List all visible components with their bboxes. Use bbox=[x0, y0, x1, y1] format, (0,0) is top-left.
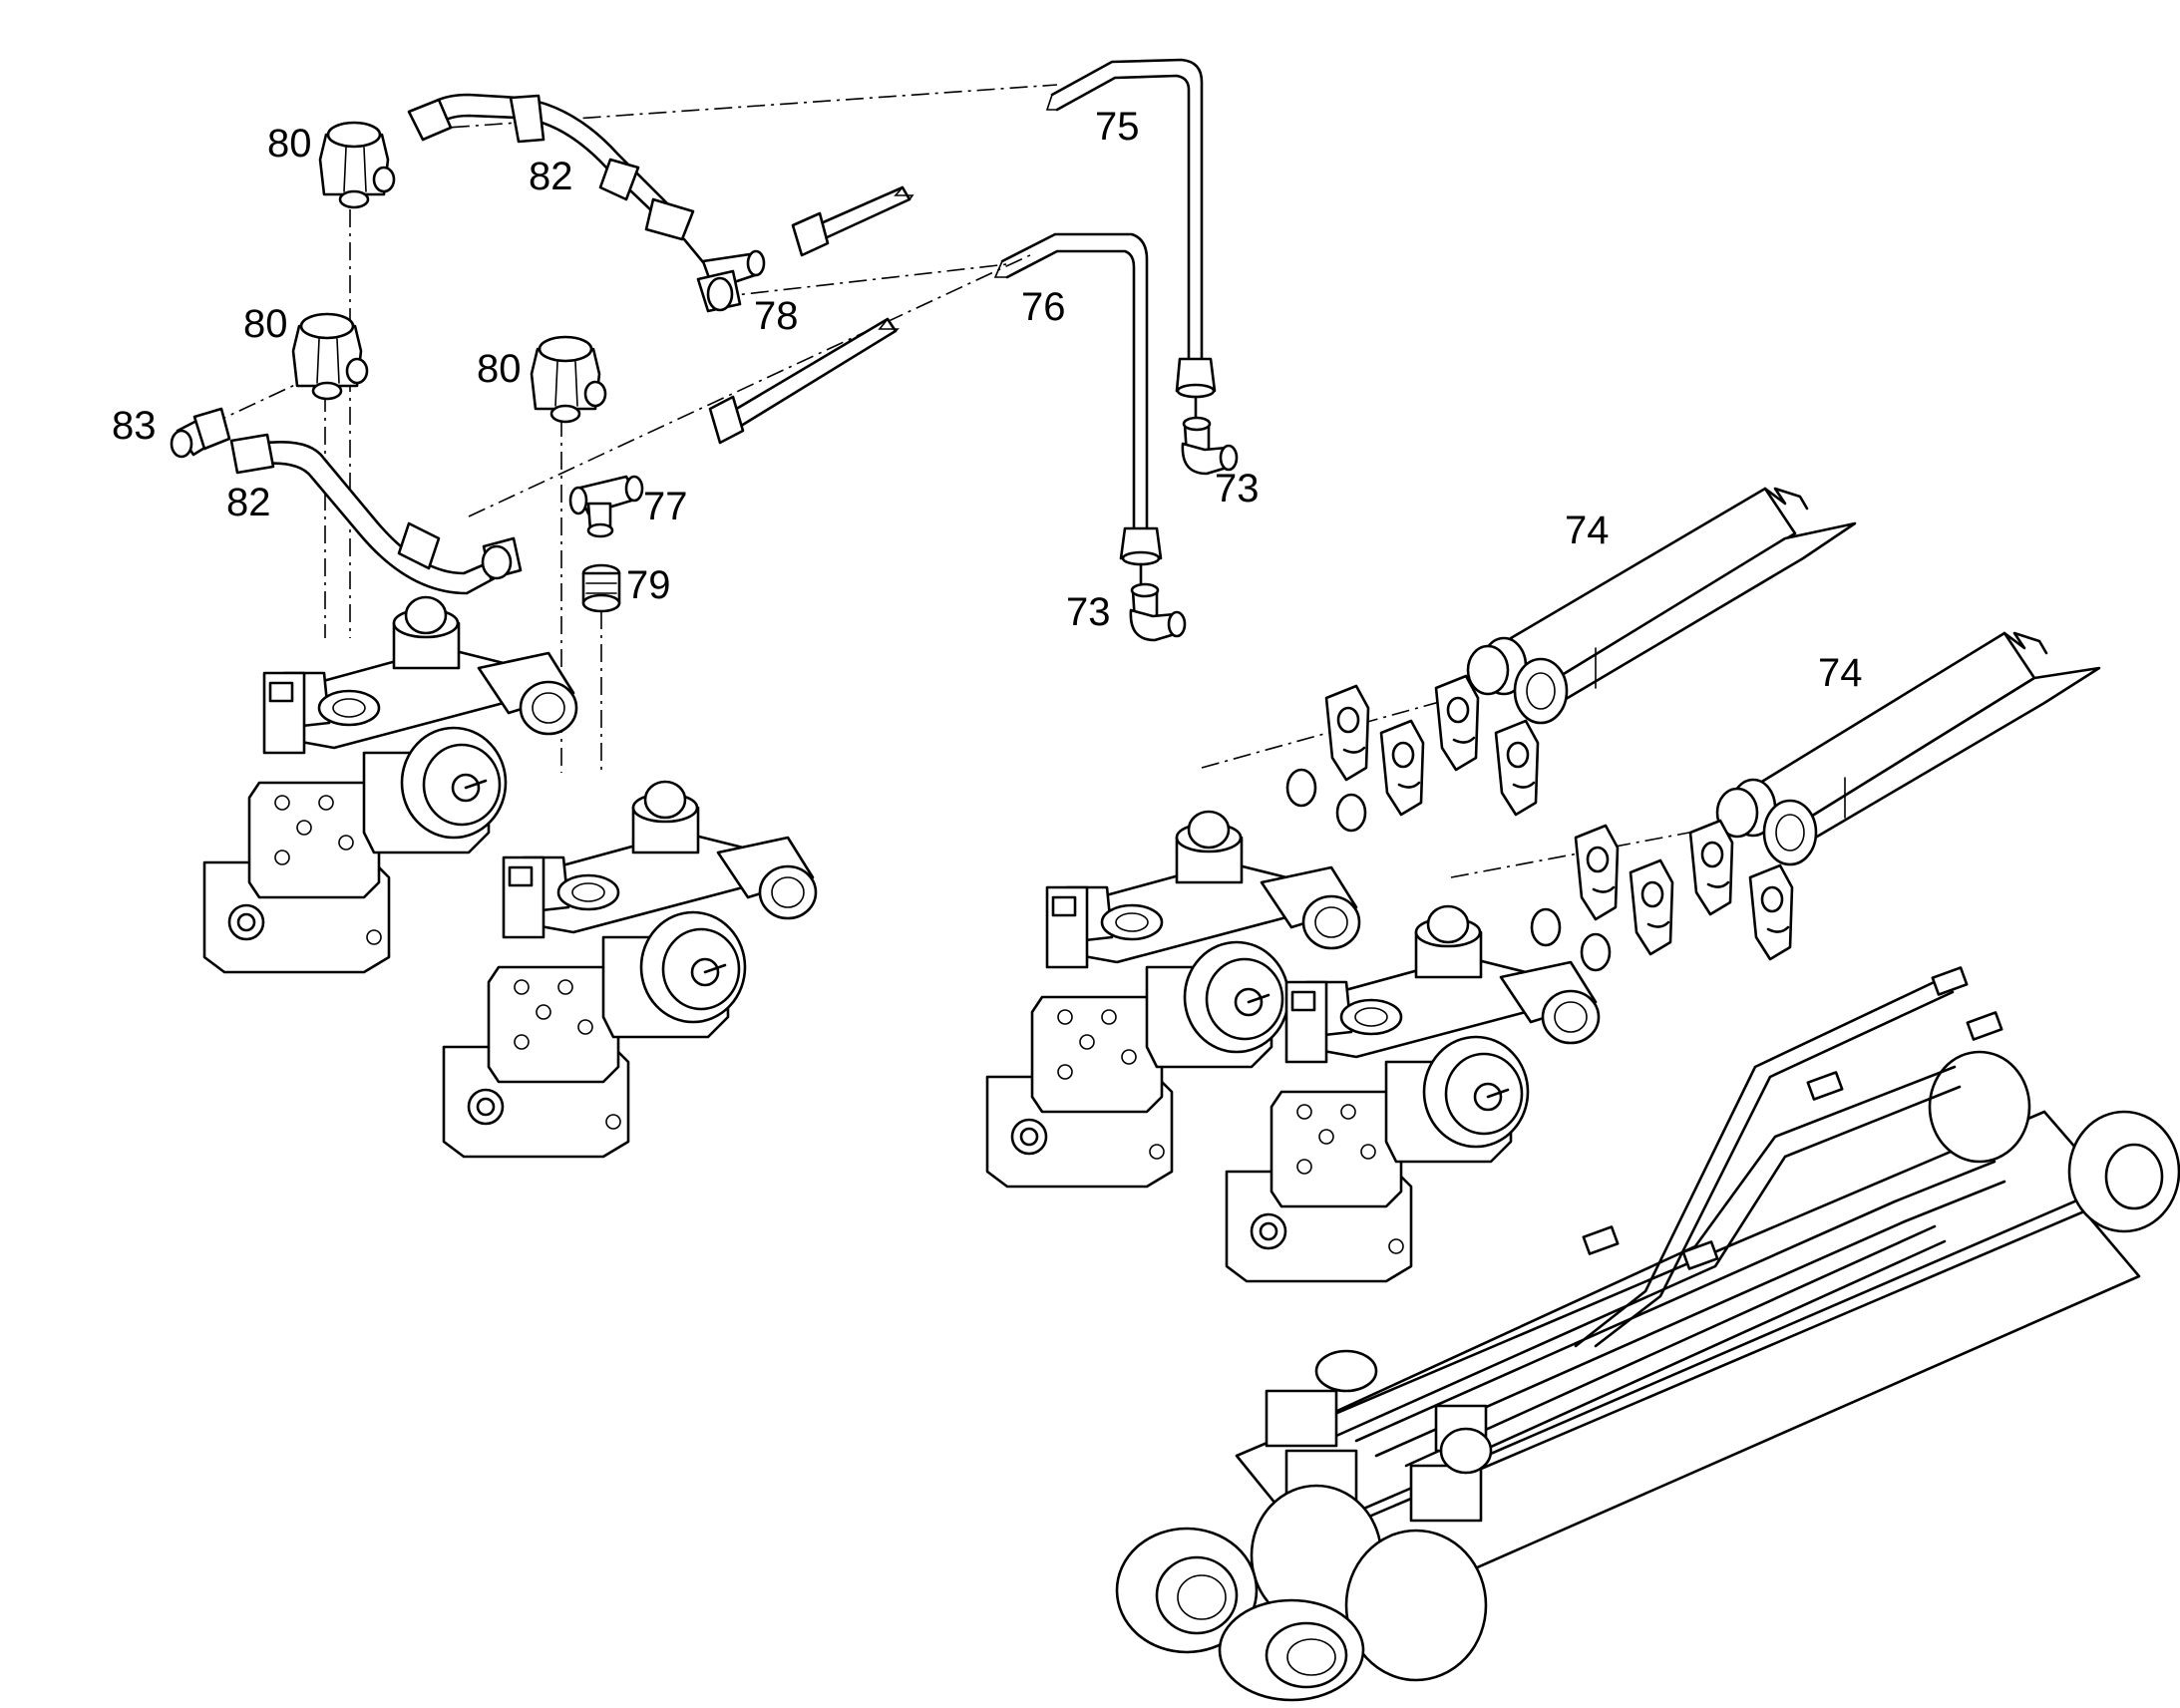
callout-83: 83 bbox=[112, 404, 157, 448]
callout-73-right: 73 bbox=[1215, 467, 1260, 511]
part-77-tee-fitting bbox=[568, 475, 644, 538]
part-73-elbow-right bbox=[1181, 416, 1239, 476]
callout-80-right: 80 bbox=[477, 347, 522, 391]
tube-stub-lower bbox=[708, 317, 900, 445]
part-74-hose-upper bbox=[1466, 487, 1857, 725]
part-74-hose-lower bbox=[1715, 631, 2101, 866]
callout-80-middle: 80 bbox=[243, 302, 288, 346]
callout-77: 77 bbox=[643, 485, 688, 528]
part-75-tube bbox=[1045, 58, 1217, 419]
part-80-cap-top bbox=[318, 121, 396, 209]
flange-clamps-upper bbox=[1285, 674, 1540, 833]
valve-block-left-2 bbox=[442, 780, 818, 1159]
callout-78: 78 bbox=[754, 294, 799, 338]
callout-74-upper: 74 bbox=[1565, 509, 1610, 552]
part-79-fitting bbox=[581, 563, 621, 613]
part-73-elbow-left bbox=[1129, 582, 1187, 642]
callout-82-lower: 82 bbox=[226, 481, 271, 524]
part-80-cap-right bbox=[530, 335, 607, 424]
part-80-cap-middle bbox=[291, 312, 369, 401]
part-82-hose-lower bbox=[229, 433, 523, 595]
callout-76: 76 bbox=[1021, 285, 1066, 329]
part-83-adapter bbox=[170, 407, 231, 459]
callout-73-left: 73 bbox=[1066, 590, 1111, 634]
callout-74-lower: 74 bbox=[1818, 651, 1863, 695]
hydraulic-cylinder-assembly bbox=[1115, 966, 2180, 1702]
valve-block-right-2 bbox=[1225, 904, 1601, 1283]
part-76-tube bbox=[993, 232, 1163, 585]
tube-stub-upper bbox=[791, 185, 914, 257]
callout-labels: 80 82 80 80 83 82 78 77 79 75 76 73 73 7… bbox=[112, 105, 1863, 695]
callout-82-upper: 82 bbox=[529, 155, 573, 198]
flange-clamps-lower bbox=[1530, 819, 1794, 972]
part-82-hose-upper bbox=[407, 93, 715, 276]
callout-79: 79 bbox=[626, 563, 671, 607]
callout-75: 75 bbox=[1095, 105, 1140, 149]
callout-80-top: 80 bbox=[267, 122, 312, 166]
part-78-tee-fitting bbox=[696, 249, 766, 313]
